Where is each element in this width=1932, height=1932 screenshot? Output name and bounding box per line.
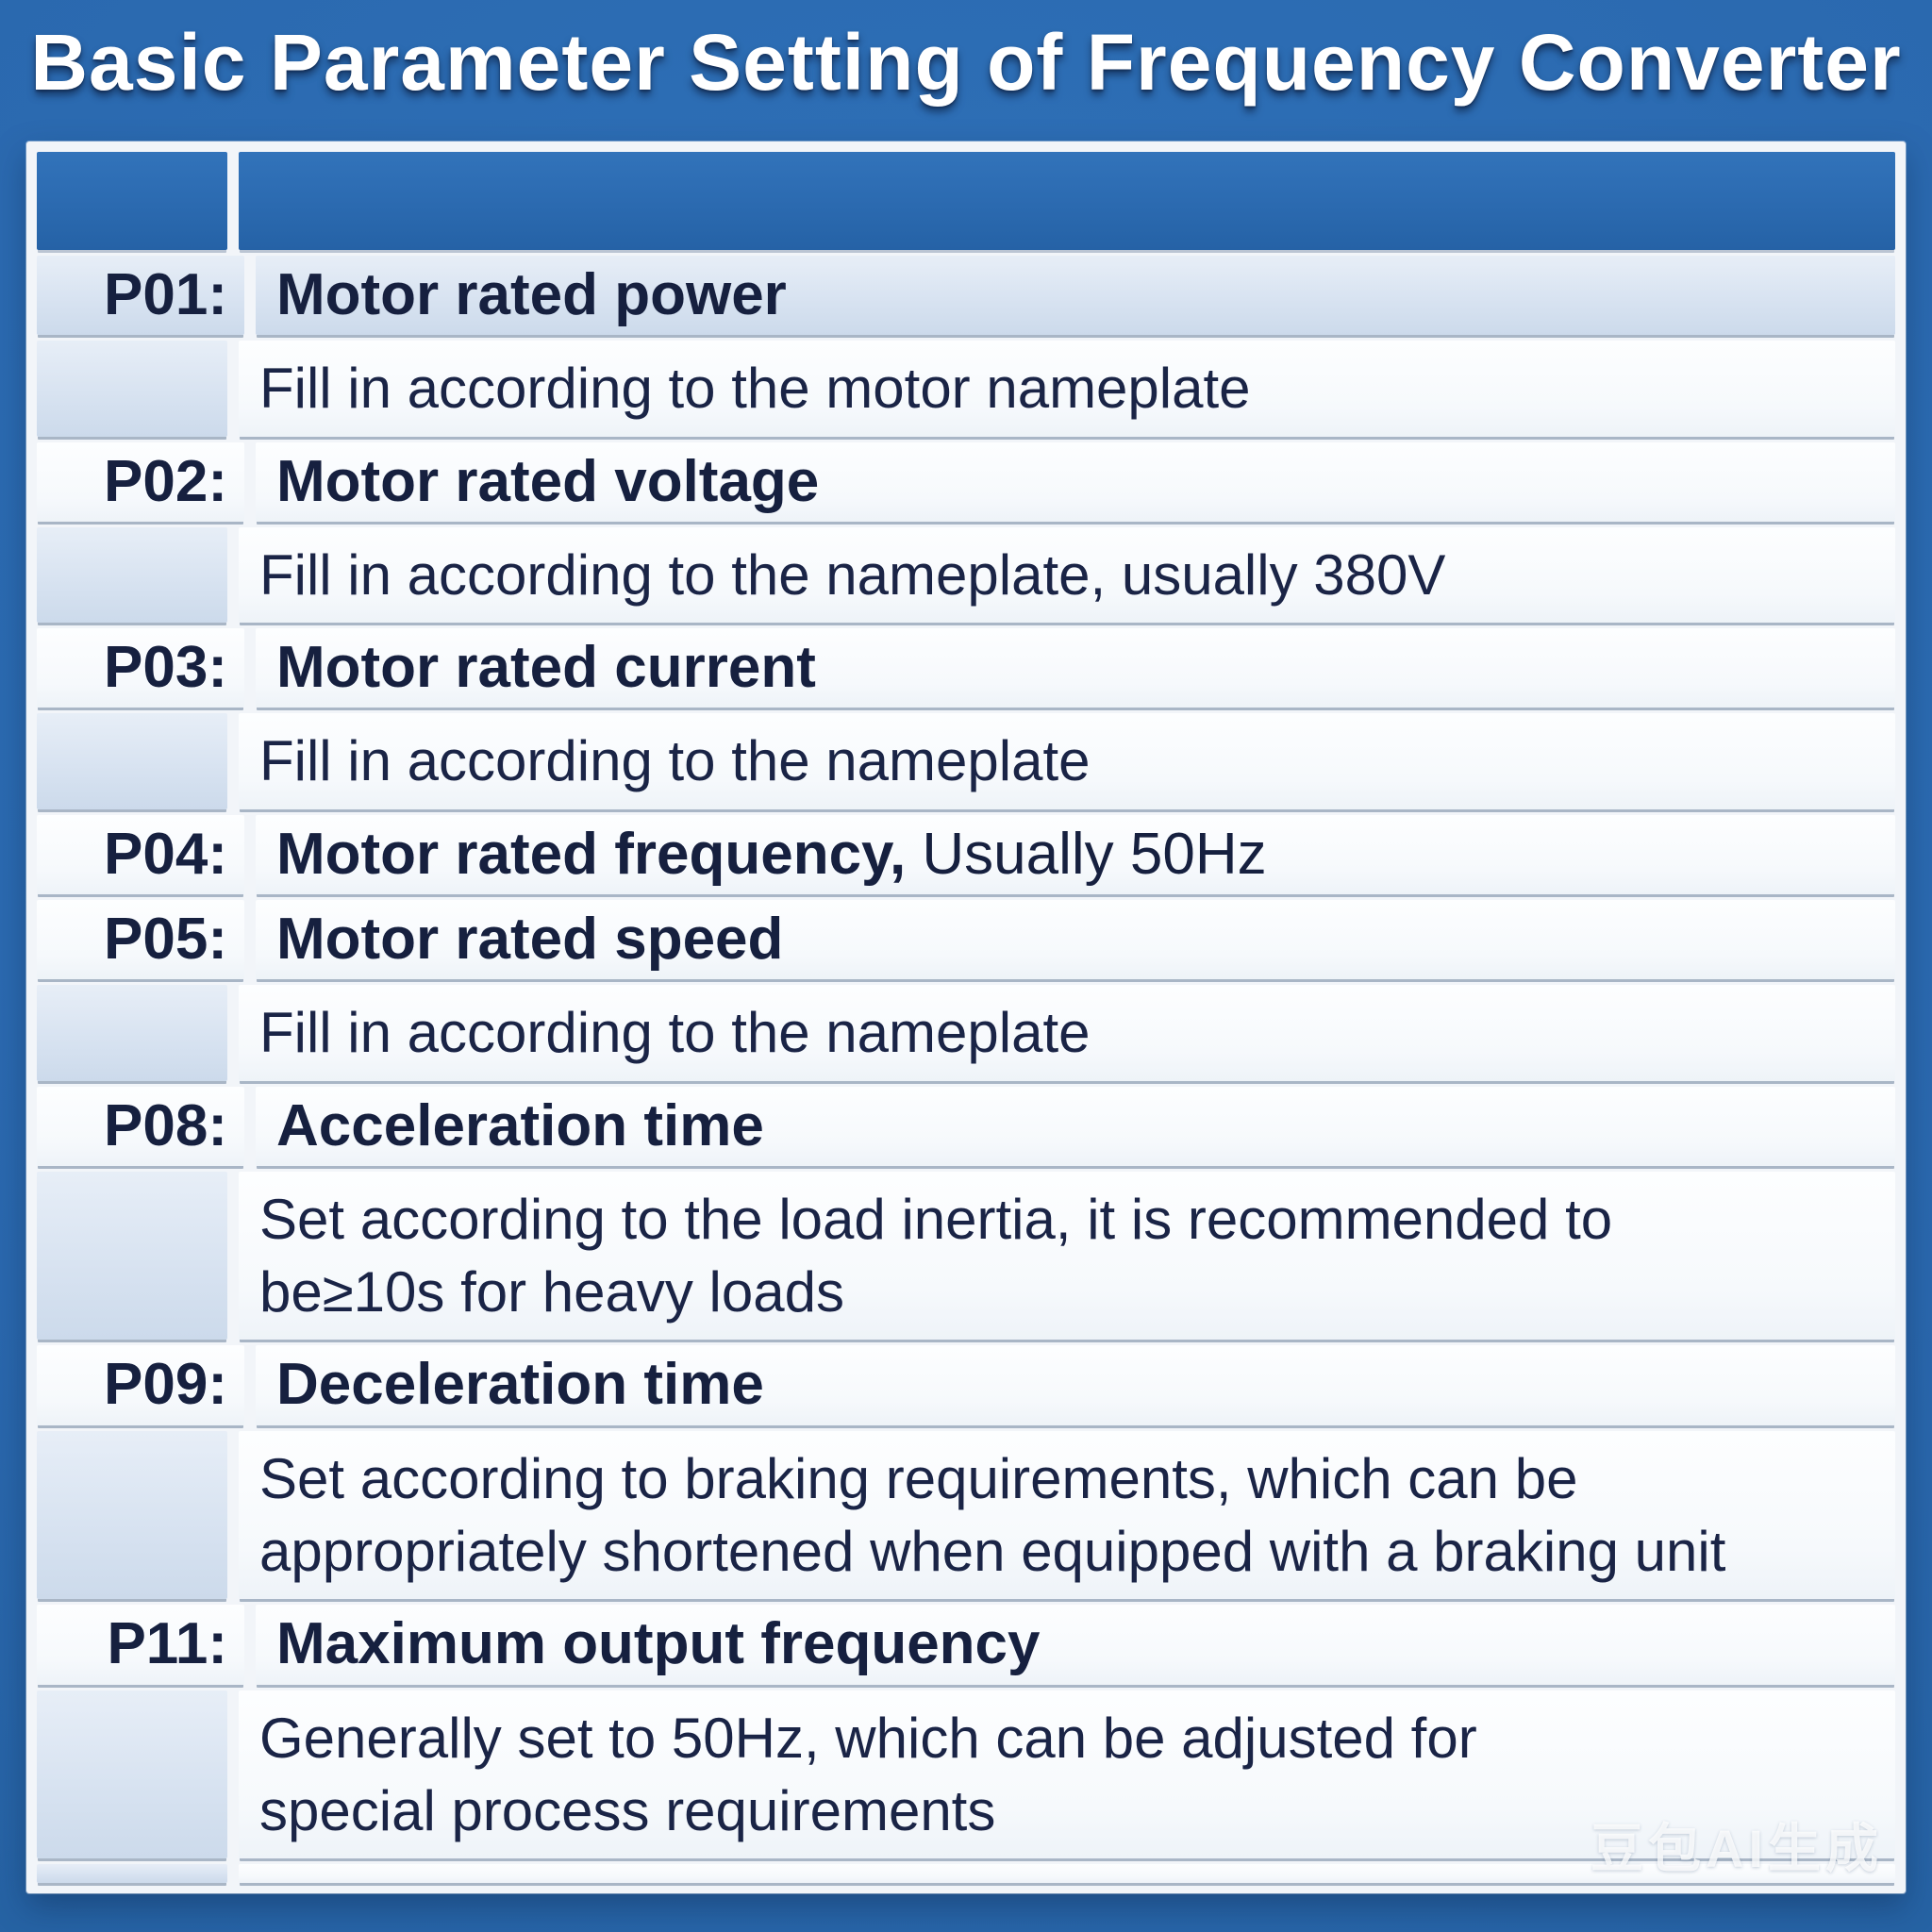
parameter-row: P08: Acceleration time [37, 1086, 1895, 1166]
param-name-text: Acceleration time [256, 1087, 1895, 1166]
desc-spacer-cell [37, 1430, 227, 1600]
description-text: Generally set to 50Hz, which can be adju… [259, 1706, 1477, 1843]
param-name-bold: Acceleration time [276, 1092, 764, 1158]
param-name-cell: Motor rated current [256, 628, 1895, 708]
description-text: Fill in according to the nameplate, usua… [259, 542, 1446, 607]
param-code-cell: P05: [37, 899, 244, 980]
param-name-cell: Maximum output frequency [256, 1605, 1895, 1685]
param-name-cell: Motor rated speed [256, 899, 1895, 980]
param-name-bold: Deceleration time [276, 1352, 764, 1418]
parameter-row: P04:Motor rated frequency, Usually 50Hz [37, 814, 1895, 894]
desc-spacer-cell [37, 985, 227, 1081]
description-text: Fill in according to the motor nameplate [259, 357, 1251, 421]
parameter-row: P01: Motor rated power [37, 256, 1895, 336]
param-name-text: Motor rated frequency, Usually 50Hz [256, 815, 1895, 894]
header-cell-description [239, 152, 1895, 250]
param-name-cell: Deceleration time [256, 1345, 1895, 1425]
param-code-cell: P11: [37, 1605, 244, 1685]
desc-text-cell: Fill in according to the nameplate [239, 985, 1895, 1081]
param-name-cell: Motor rated power [256, 256, 1895, 336]
desc-text-cell: Generally set to 50Hz, which can be adju… [239, 1690, 1895, 1859]
table-header-row [37, 152, 1895, 250]
param-code-cell: P09: [37, 1345, 244, 1425]
header-cell-param [37, 152, 227, 250]
description-row: Set according to the load inertia, it is… [37, 1171, 1895, 1341]
desc-text-cell: Fill in according to the nameplate, usua… [239, 526, 1895, 624]
spacer-row [37, 1864, 1895, 1884]
watermark: 豆包AI生成 [1591, 1819, 1883, 1878]
desc-spacer-cell [37, 341, 227, 437]
description-row: Generally set to 50Hz, which can be adju… [37, 1690, 1895, 1859]
param-name-cell: Acceleration time [256, 1086, 1895, 1166]
param-name-bold: Motor rated voltage [276, 448, 820, 514]
param-name-bold: Maximum output frequency [276, 1611, 1041, 1677]
spacer-cell [37, 1864, 227, 1884]
description-row: Fill in according to the nameplate [37, 985, 1895, 1081]
parameter-row: P02: Motor rated voltage [37, 441, 1895, 522]
description-text: Fill in according to the nameplate [259, 1001, 1091, 1065]
param-name-bold: Motor rated current [276, 635, 816, 701]
param-name-bold: Motor rated speed [276, 906, 784, 972]
description-row: Fill in according to the nameplate [37, 713, 1895, 809]
param-name-text: Motor rated current [256, 628, 1895, 708]
param-name-text: Maximum output frequency [256, 1605, 1895, 1684]
description-text: Set according to the load inertia, it is… [259, 1187, 1613, 1324]
param-name-text: Deceleration time [256, 1345, 1895, 1424]
param-code-cell: P03: [37, 628, 244, 708]
param-name-suffix: Usually 50Hz [906, 821, 1267, 887]
parameter-row: P05: Motor rated speed [37, 899, 1895, 980]
description-row: Fill in according to the motor nameplate [37, 341, 1895, 437]
param-code-cell: P02: [37, 441, 244, 522]
description-text: Set according to braking requirements, w… [259, 1446, 1726, 1584]
parameter-row: P11: Maximum output frequency [37, 1605, 1895, 1685]
page-title: Basic Parameter Setting of Frequency Con… [30, 18, 1902, 107]
param-name-cell: Motor rated frequency, Usually 50Hz [256, 814, 1895, 894]
description-text: Fill in according to the nameplate [259, 729, 1091, 793]
param-name-text: Motor rated voltage [256, 442, 1895, 522]
description-row: Set according to braking requirements, w… [37, 1430, 1895, 1600]
desc-spacer-cell [37, 1690, 227, 1859]
desc-spacer-cell [37, 713, 227, 809]
param-code-cell: P04: [37, 814, 244, 894]
param-code-cell: P01: [37, 256, 244, 336]
description-row: Fill in according to the nameplate, usua… [37, 526, 1895, 624]
desc-text-cell: Fill in according to the motor nameplate [239, 341, 1895, 437]
param-name-cell: Motor rated voltage [256, 441, 1895, 522]
desc-spacer-cell [37, 1171, 227, 1341]
parameter-row: P09: Deceleration time [37, 1345, 1895, 1425]
param-name-bold: Motor rated frequency, [276, 821, 907, 887]
parameter-row: P03: Motor rated current [37, 628, 1895, 708]
param-name-bold: Motor rated power [276, 262, 787, 327]
spacer-cell [239, 1864, 1895, 1884]
desc-text-cell: Fill in according to the nameplate [239, 713, 1895, 809]
desc-spacer-cell [37, 526, 227, 624]
param-name-text: Motor rated power [256, 256, 1895, 335]
param-code-cell: P08: [37, 1086, 244, 1166]
desc-text-cell: Set according to the load inertia, it is… [239, 1171, 1895, 1341]
param-name-text: Motor rated speed [256, 900, 1895, 979]
desc-text-cell: Set according to braking requirements, w… [239, 1430, 1895, 1600]
